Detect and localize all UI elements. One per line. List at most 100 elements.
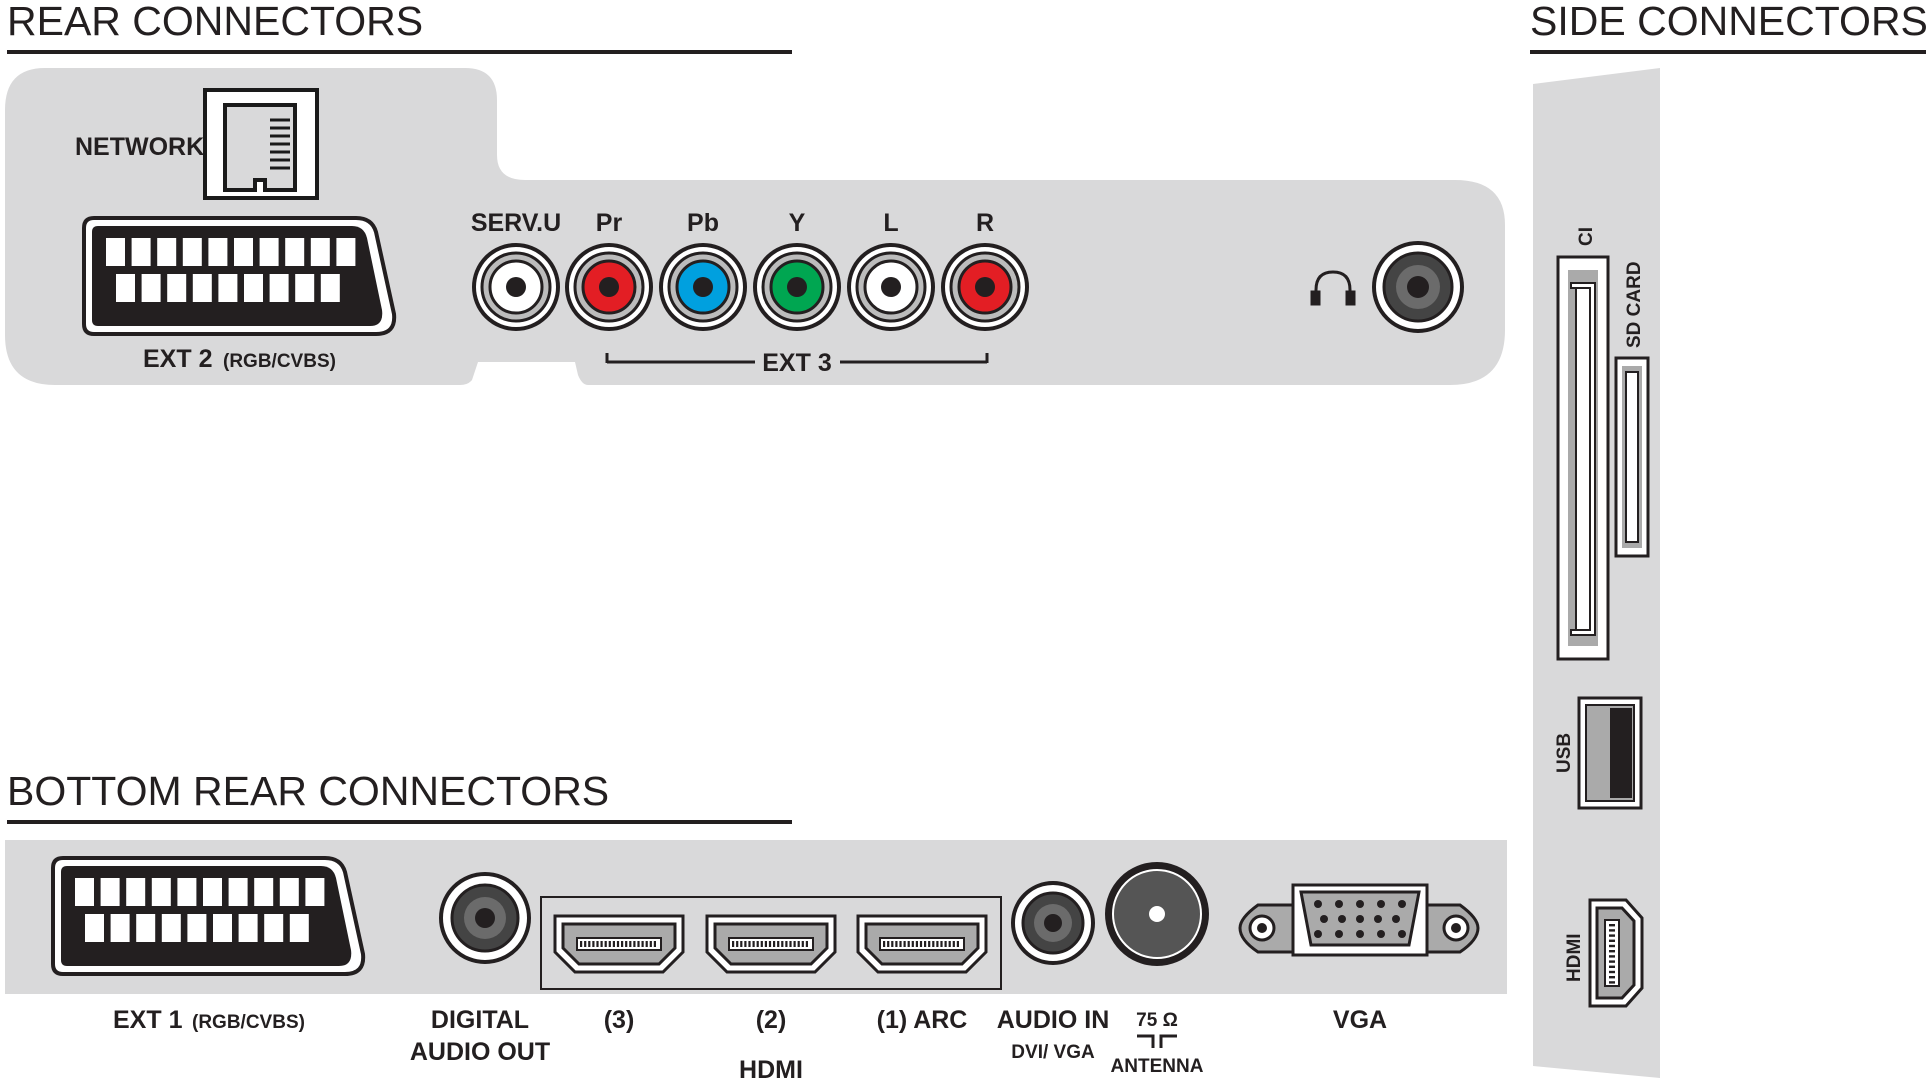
scart-pin bbox=[161, 914, 181, 942]
header-underline bbox=[7, 820, 792, 824]
scart-pin bbox=[141, 274, 161, 302]
scart-pin bbox=[259, 238, 279, 266]
scart-pin bbox=[182, 238, 202, 266]
hdmi-group-label: HDMI bbox=[739, 1056, 803, 1080]
header-underline bbox=[7, 50, 792, 54]
scart-pin bbox=[85, 914, 104, 942]
digital-audio-out-label-line2: AUDIO OUT bbox=[410, 1038, 550, 1066]
audio-in-sub-label: DVI/ VGA bbox=[1011, 1042, 1095, 1063]
audio-in-port[interactable] bbox=[1011, 881, 1095, 965]
side-hdmi-label: HDMI bbox=[1564, 933, 1585, 982]
scart-pin bbox=[177, 878, 197, 906]
hdmi1-arc-label: (1) ARC bbox=[877, 1006, 968, 1034]
hdmi2-label: (2) bbox=[756, 1006, 787, 1034]
hdmi-port-row bbox=[553, 914, 988, 974]
scart-pin bbox=[192, 274, 212, 302]
headphone-jack[interactable] bbox=[1372, 241, 1464, 333]
ci-slot[interactable] bbox=[1556, 255, 1610, 661]
bottom-connectors-header: BOTTOM REAR CONNECTORS bbox=[7, 768, 792, 824]
hdmi3-label: (3) bbox=[604, 1006, 635, 1034]
bottom-panel: EXT 1 (RGB/CVBS) DIGITAL AUDIO OUT (3) (… bbox=[5, 840, 1507, 1080]
ci-label: CI bbox=[1576, 227, 1597, 246]
vga-label: VGA bbox=[1333, 1006, 1387, 1034]
rca-jack-label: Y bbox=[789, 209, 806, 237]
header-underline bbox=[1530, 50, 1926, 54]
hdmi-port-1[interactable] bbox=[856, 914, 988, 974]
scart-pin bbox=[244, 274, 263, 302]
scart-pin bbox=[187, 914, 207, 942]
rca-jack-label: SERV.U bbox=[471, 209, 561, 237]
usb-port[interactable] bbox=[1577, 696, 1643, 810]
scart-pin bbox=[289, 914, 309, 942]
usb-label: USB bbox=[1554, 733, 1575, 773]
scart-pin bbox=[218, 274, 238, 302]
scart-pin bbox=[254, 878, 274, 906]
scart-pin bbox=[320, 274, 340, 302]
scart-pin bbox=[336, 238, 356, 266]
headphones-icon bbox=[1310, 270, 1356, 306]
rca-jack-label: Pr bbox=[596, 209, 623, 237]
rca-jack-2[interactable] bbox=[565, 243, 653, 331]
scart-pin bbox=[116, 274, 135, 302]
scart-pin bbox=[106, 238, 125, 266]
rca-jack-4[interactable] bbox=[753, 243, 841, 331]
scart-pin bbox=[295, 274, 315, 302]
ext2-scart-port[interactable] bbox=[82, 216, 397, 336]
audio-in-label: AUDIO IN bbox=[997, 1006, 1110, 1034]
scart-pin bbox=[234, 238, 253, 266]
scart-pin bbox=[136, 914, 156, 942]
ext1-label: EXT 1 bbox=[113, 1006, 183, 1034]
scart-pin bbox=[213, 914, 232, 942]
bottom-connectors-title: BOTTOM REAR CONNECTORS bbox=[7, 768, 609, 814]
digital-audio-out-label-line1: DIGITAL bbox=[431, 1006, 529, 1034]
rca-jack-6[interactable] bbox=[941, 243, 1029, 331]
scart-pin bbox=[264, 914, 284, 942]
antenna-ohm-label: 75 Ω bbox=[1136, 1010, 1178, 1031]
antenna-label: ANTENNA bbox=[1111, 1056, 1204, 1077]
hdmi-port-2[interactable] bbox=[705, 914, 837, 974]
ext3-label: EXT 3 bbox=[762, 349, 831, 377]
antenna-symbol-icon bbox=[1137, 1034, 1177, 1048]
rear-connectors-header: REAR CONNECTORS bbox=[7, 0, 792, 54]
rca-jack-3[interactable] bbox=[659, 243, 747, 331]
scart-pin bbox=[100, 878, 120, 906]
network-port[interactable] bbox=[203, 88, 319, 200]
ext2-label: EXT 2 bbox=[143, 345, 212, 373]
rca-jack-5[interactable] bbox=[847, 243, 935, 331]
side-panel: CI SD CARD USB HDMI bbox=[1533, 68, 1660, 1078]
scart-pin bbox=[238, 914, 258, 942]
ext1-scart-port[interactable] bbox=[51, 856, 366, 976]
scart-pin bbox=[208, 238, 228, 266]
rca-jack-1[interactable] bbox=[472, 243, 560, 331]
side-connectors-title: SIDE CONNECTORS bbox=[1530, 0, 1928, 44]
scart-pin bbox=[126, 878, 146, 906]
side-connectors-header: SIDE CONNECTORS bbox=[1530, 0, 1928, 54]
side-hdmi-port[interactable] bbox=[1588, 898, 1644, 1008]
scart-pin bbox=[285, 238, 305, 266]
ext1-sub-label: (RGB/CVBS) bbox=[192, 1012, 305, 1033]
rca-jack-label: R bbox=[976, 209, 994, 237]
scart-pin bbox=[75, 878, 94, 906]
scart-pin bbox=[305, 878, 325, 906]
network-label: NETWORK bbox=[75, 133, 204, 161]
scart-pin bbox=[279, 878, 299, 906]
scart-pin bbox=[269, 274, 289, 302]
sd-card-label: SD CARD bbox=[1624, 261, 1645, 348]
hdmi-group-box bbox=[540, 896, 1002, 990]
scart-pin bbox=[157, 238, 177, 266]
scart-pin bbox=[203, 878, 222, 906]
scart-pin bbox=[228, 878, 248, 906]
scart-pin bbox=[151, 878, 171, 906]
sd-card-slot[interactable] bbox=[1614, 356, 1650, 558]
rca-jack-label: Pb bbox=[687, 209, 719, 237]
hdmi-port-3[interactable] bbox=[553, 914, 685, 974]
antenna-port[interactable] bbox=[1105, 862, 1209, 966]
scart-pin bbox=[310, 238, 330, 266]
vga-port[interactable] bbox=[1238, 883, 1480, 957]
digital-audio-out-port[interactable] bbox=[439, 872, 531, 964]
scart-pin bbox=[110, 914, 130, 942]
rear-connectors-title: REAR CONNECTORS bbox=[7, 0, 423, 44]
ext3-bracket bbox=[605, 353, 989, 364]
